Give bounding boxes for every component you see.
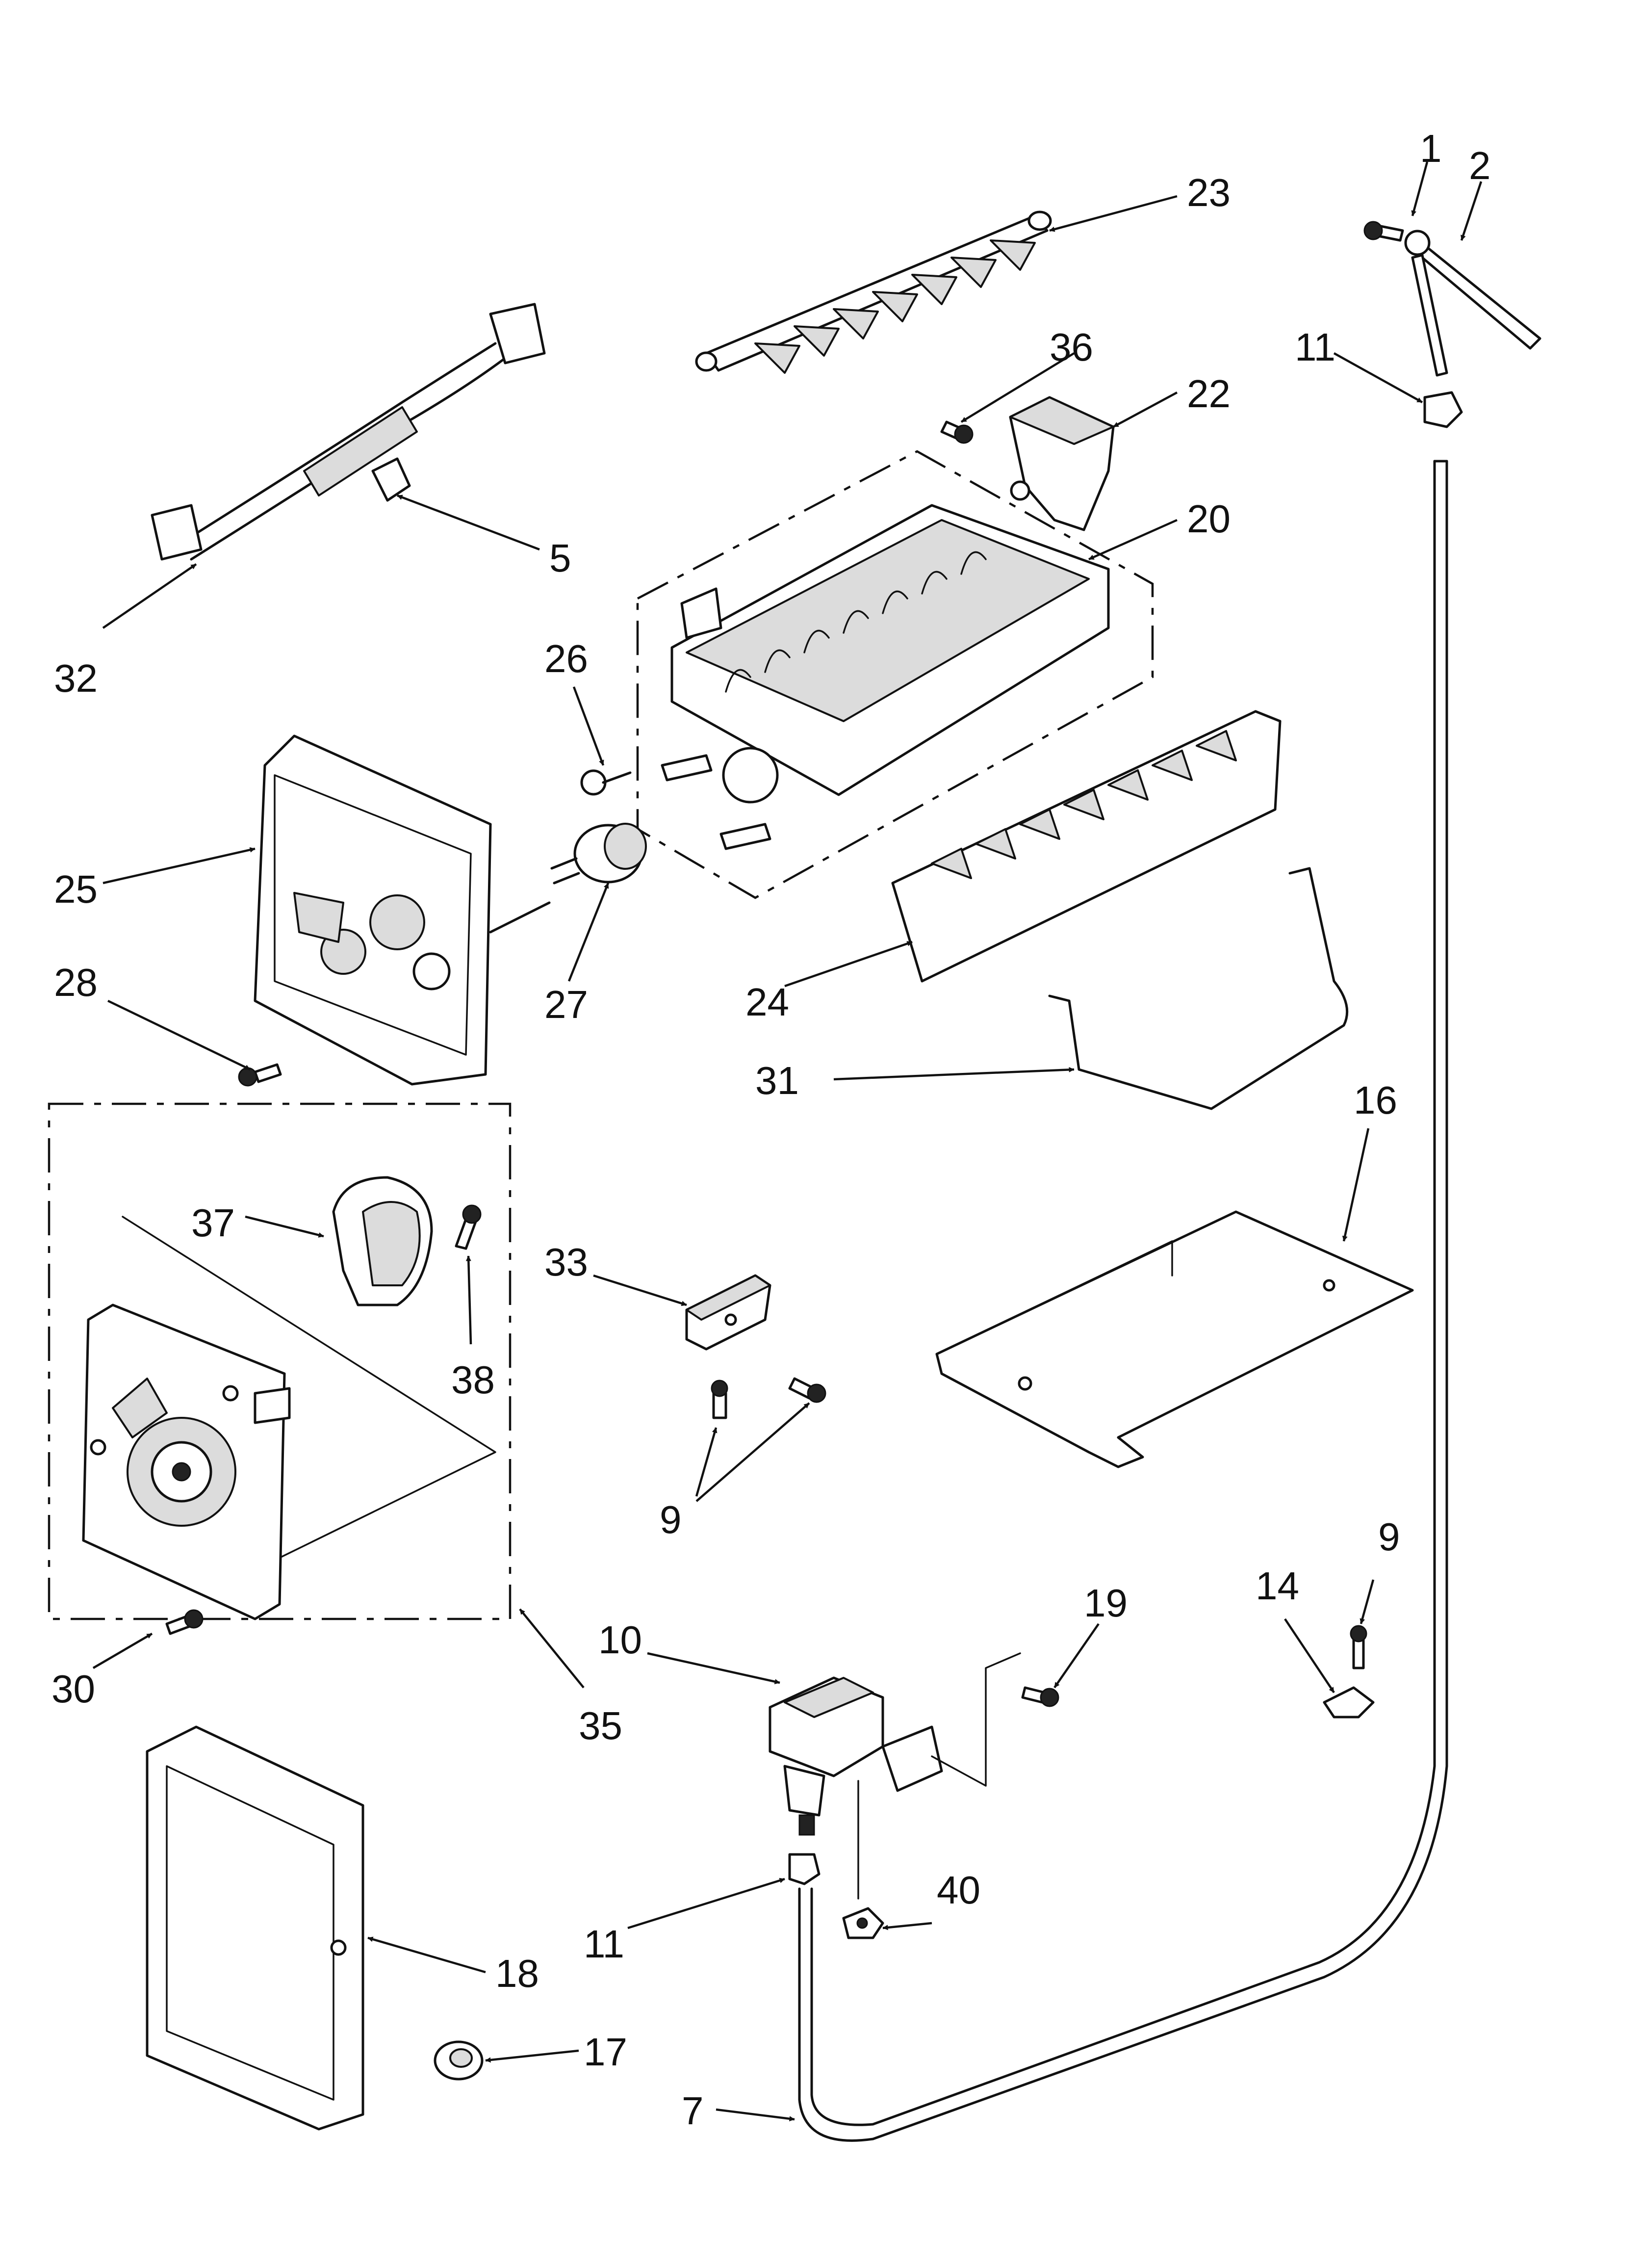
part-28-screw — [238, 1063, 282, 1087]
callout-33: 33 — [544, 1240, 588, 1284]
part-11-nut-top — [1423, 391, 1463, 428]
part-38-screw — [455, 1204, 482, 1250]
part-20-ice-mold — [636, 450, 1154, 899]
part-19-screw — [1021, 1686, 1059, 1707]
callout-7: 7 — [682, 2089, 704, 2133]
part-5-clip — [371, 457, 411, 502]
part-9-screws — [711, 1377, 826, 1419]
callout-19: 19 — [1084, 1581, 1128, 1625]
leader-lines — [92, 161, 1483, 2122]
callout-31: 31 — [755, 1059, 799, 1102]
callout-23: 23 — [1187, 171, 1231, 214]
callout-40: 40 — [937, 1868, 980, 1912]
part-22-fill-cup — [1009, 396, 1115, 531]
part-1-screw — [1363, 221, 1404, 242]
part-35-motor-assembly — [48, 1102, 512, 1620]
callout-16: 16 — [1354, 1078, 1397, 1122]
callout-32: 32 — [54, 656, 98, 700]
part-23-ejector-rake — [695, 210, 1052, 374]
callout-11: 11 — [1295, 325, 1335, 369]
part-33-bracket — [685, 1274, 771, 1351]
part-2-fill-tube — [1404, 230, 1541, 377]
part-14-clamp — [1323, 1625, 1375, 1719]
part-31-shutoff-arm — [1048, 867, 1349, 1110]
part-11-nut — [788, 1853, 821, 1885]
part-37-motor — [332, 1176, 433, 1306]
callout-labels: 1 2 23 36 22 11 20 5 32 26 25 27 28 24 3… — [51, 127, 1491, 2133]
callout-38: 38 — [451, 1358, 495, 1402]
callout-36: 36 — [1050, 325, 1093, 369]
callout-9-a: 9 — [660, 1498, 682, 1541]
part-24-stripper — [891, 710, 1282, 983]
callout-28: 28 — [54, 961, 98, 1004]
callout-35: 35 — [579, 1704, 622, 1747]
part-10-water-valve — [769, 1652, 1021, 1900]
callout-22: 22 — [1187, 372, 1231, 416]
callout-14: 14 — [1256, 1564, 1299, 1608]
callout-25: 25 — [54, 867, 98, 911]
callout-37: 37 — [191, 1201, 235, 1245]
part-30-screw — [165, 1609, 204, 1635]
callout-17: 17 — [584, 2030, 627, 2074]
part-7-water-tube — [798, 460, 1448, 2142]
callout-11-b: 11 — [584, 1922, 624, 1966]
callout-30: 30 — [51, 1667, 95, 1711]
part-32-wire-harness — [151, 303, 546, 561]
callout-5: 5 — [549, 536, 571, 580]
callout-1: 1 — [1420, 127, 1442, 170]
callout-20: 20 — [1187, 497, 1231, 541]
part-26-clip — [580, 769, 632, 796]
callout-26: 26 — [544, 637, 588, 680]
part-16-cover-plate — [935, 1210, 1414, 1468]
callout-18: 18 — [495, 1952, 539, 1995]
callout-9-b: 9 — [1378, 1515, 1400, 1559]
part-25-control-housing — [254, 734, 551, 1086]
callout-2: 2 — [1469, 144, 1491, 187]
part-18-front-cover — [146, 1725, 364, 2131]
part-27-thermostat — [550, 823, 647, 885]
part-17-plug — [434, 2040, 484, 2081]
part-40-nut — [842, 1907, 884, 1939]
part-36-screw — [940, 420, 974, 444]
callout-10: 10 — [598, 1618, 642, 1662]
callout-27: 27 — [544, 983, 588, 1026]
callout-24: 24 — [745, 980, 789, 1024]
